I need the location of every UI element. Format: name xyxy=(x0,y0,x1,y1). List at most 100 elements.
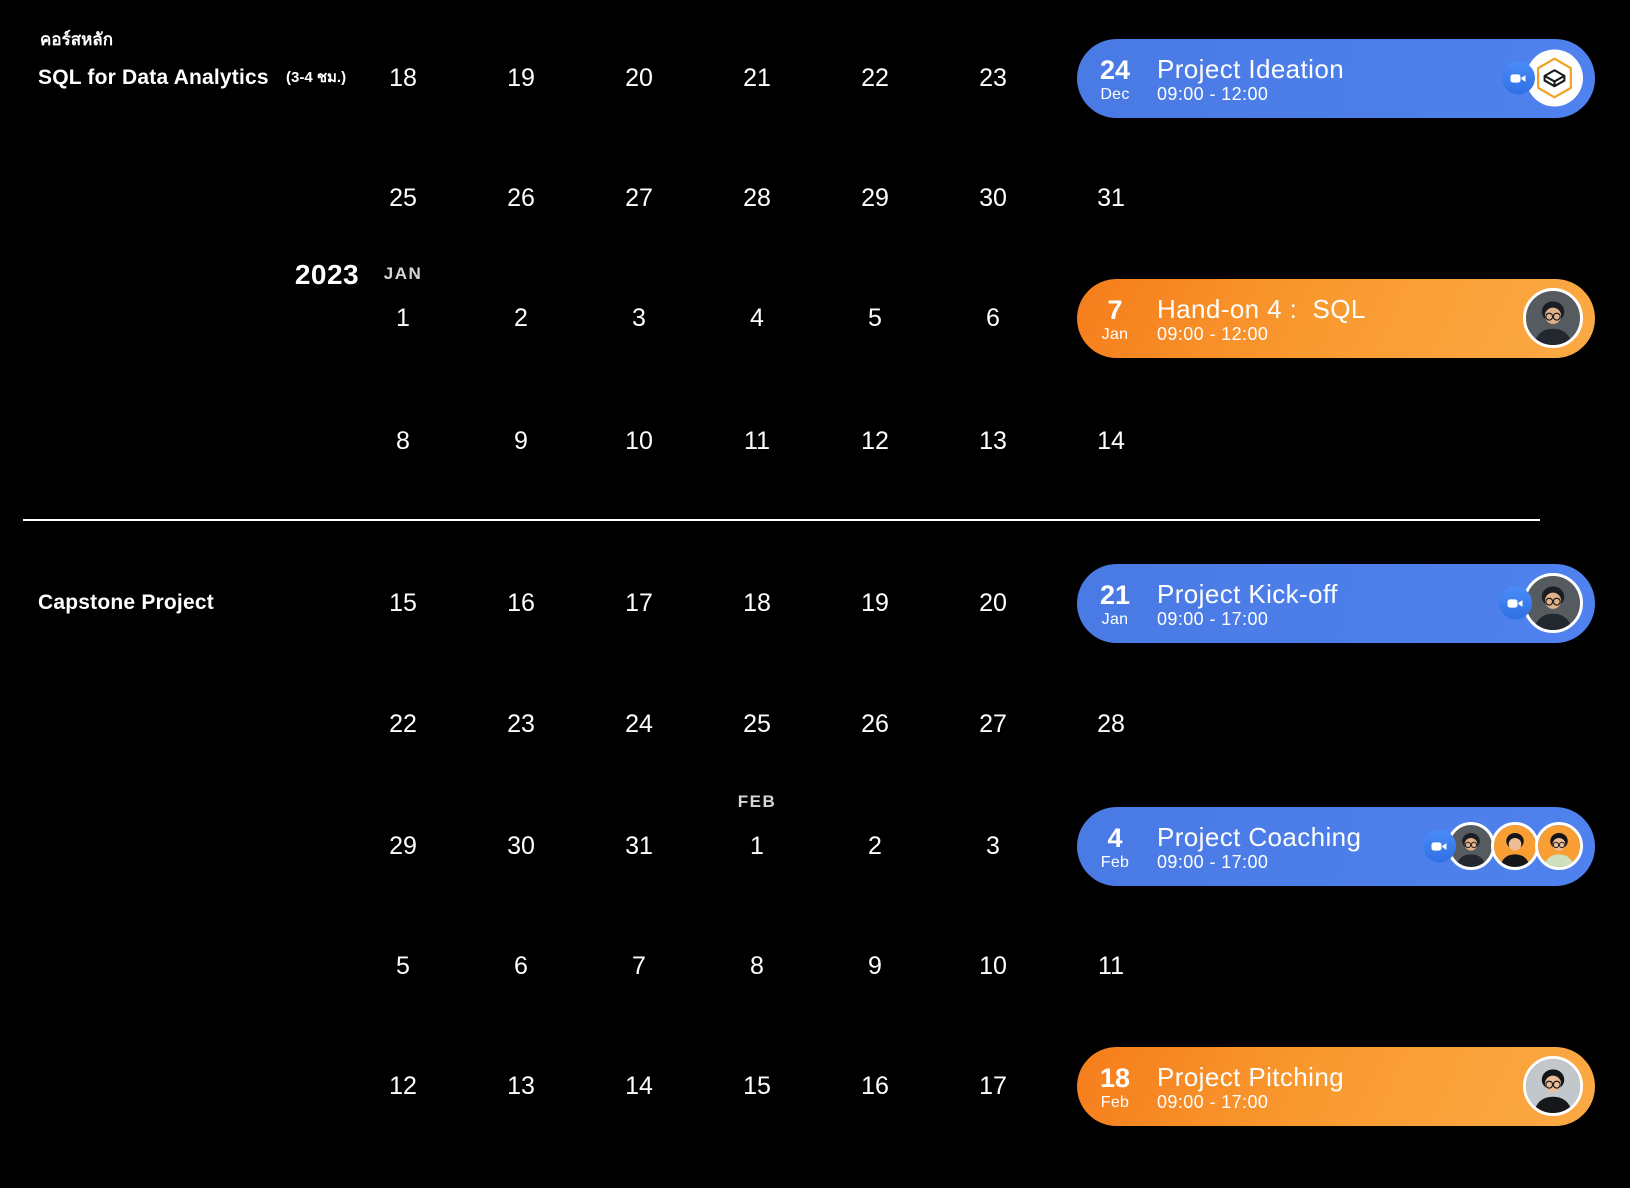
date-cell: 18 xyxy=(389,64,417,92)
event-day: 24 xyxy=(1099,54,1131,85)
year-label: 2023 xyxy=(294,259,360,290)
date-cell: 16 xyxy=(507,589,535,617)
date-cell: 16 xyxy=(861,1072,889,1100)
date-cell: 15 xyxy=(389,589,417,617)
date-cell: 8 xyxy=(396,427,410,455)
date-cell: 21 xyxy=(743,64,771,92)
date-cell: 26 xyxy=(507,184,535,212)
event-title: Project Coaching xyxy=(1157,821,1362,852)
date-cell: 24 xyxy=(625,710,653,738)
date-cell: 8 xyxy=(750,952,764,980)
date-cell: 29 xyxy=(389,832,417,860)
date-cell: 11 xyxy=(744,427,770,455)
date-cell: 6 xyxy=(514,952,528,980)
date-cell: 22 xyxy=(389,710,417,738)
event-month: Feb xyxy=(1100,853,1130,871)
event-month: Dec xyxy=(1100,85,1130,103)
date-cell: 1 xyxy=(750,832,764,860)
event-title: Hand-on 4 : SQL xyxy=(1157,293,1366,324)
date-cell: 22 xyxy=(861,64,889,92)
event-time: 09:00 - 12:00 xyxy=(1157,83,1269,104)
date-cell: 14 xyxy=(1097,427,1125,455)
date-cell: 6 xyxy=(986,304,1000,332)
date-cell: 23 xyxy=(979,64,1007,92)
date-cell: 25 xyxy=(389,184,417,212)
date-cell: 5 xyxy=(396,952,410,980)
event-month: Jan xyxy=(1101,325,1129,343)
date-cell: 27 xyxy=(625,184,653,212)
date-cell: 31 xyxy=(625,832,653,860)
date-cell: 26 xyxy=(861,710,889,738)
date-cell: 2 xyxy=(868,832,882,860)
event-title: Project Ideation xyxy=(1157,53,1345,84)
month-label: JAN xyxy=(383,264,423,283)
date-cell: 7 xyxy=(632,952,646,980)
hexagon-logo-icon xyxy=(1526,49,1583,107)
date-cell: 19 xyxy=(507,64,535,92)
date-cell: 14 xyxy=(625,1072,653,1100)
date-cell: 3 xyxy=(632,304,646,332)
date-cell: 10 xyxy=(979,952,1007,980)
instructor-avatar xyxy=(1523,288,1583,348)
date-cell: 31 xyxy=(1097,184,1125,212)
date-cell: 20 xyxy=(979,589,1007,617)
date-cell: 9 xyxy=(868,952,882,980)
section-kicker: คอร์สหลัก xyxy=(40,30,114,49)
date-cell: 13 xyxy=(979,427,1007,455)
instructor-avatar xyxy=(1491,822,1539,870)
event-day: 18 xyxy=(1099,1062,1131,1093)
date-cell: 28 xyxy=(743,184,771,212)
date-cell: 29 xyxy=(861,184,889,212)
event-time: 09:00 - 17:00 xyxy=(1157,851,1269,872)
date-cell: 30 xyxy=(979,184,1007,212)
event-time: 09:00 - 17:00 xyxy=(1157,608,1269,629)
zoom-video-icon[interactable] xyxy=(1498,586,1532,620)
instructor-avatar xyxy=(1447,822,1495,870)
zoom-video-icon[interactable] xyxy=(1422,829,1456,863)
event-month: Feb xyxy=(1100,1093,1130,1111)
date-cell: 28 xyxy=(1097,710,1125,738)
event-day: 4 xyxy=(1107,822,1123,853)
event-month: Jan xyxy=(1101,610,1129,628)
event-time: 09:00 - 17:00 xyxy=(1157,1091,1269,1112)
date-cell: 9 xyxy=(514,427,528,455)
date-cell: 30 xyxy=(507,832,535,860)
date-cell: 4 xyxy=(750,304,764,332)
course-title-capstone: Capstone Project xyxy=(38,591,214,614)
date-cell: 19 xyxy=(861,589,889,617)
zoom-video-icon[interactable] xyxy=(1501,61,1535,95)
instructor-avatar xyxy=(1523,573,1583,633)
date-cell: 27 xyxy=(979,710,1007,738)
date-cell: 12 xyxy=(861,427,889,455)
course-duration-note: (3-4 ชม.) xyxy=(286,69,347,86)
date-cell: 5 xyxy=(868,304,882,332)
date-cell: 10 xyxy=(625,427,653,455)
date-cell: 12 xyxy=(389,1072,417,1100)
date-cell: 2 xyxy=(514,304,528,332)
course-title-sql: SQL for Data Analytics xyxy=(38,66,269,89)
date-cell: 1 xyxy=(396,304,410,332)
event-time: 09:00 - 12:00 xyxy=(1157,323,1269,344)
date-cell: 17 xyxy=(625,589,653,617)
date-cell: 23 xyxy=(507,710,535,738)
month-label: FEB xyxy=(737,792,777,811)
date-cell: 17 xyxy=(979,1072,1007,1100)
event-day: 7 xyxy=(1107,294,1123,325)
date-cell: 20 xyxy=(625,64,653,92)
date-cell: 3 xyxy=(986,832,1000,860)
